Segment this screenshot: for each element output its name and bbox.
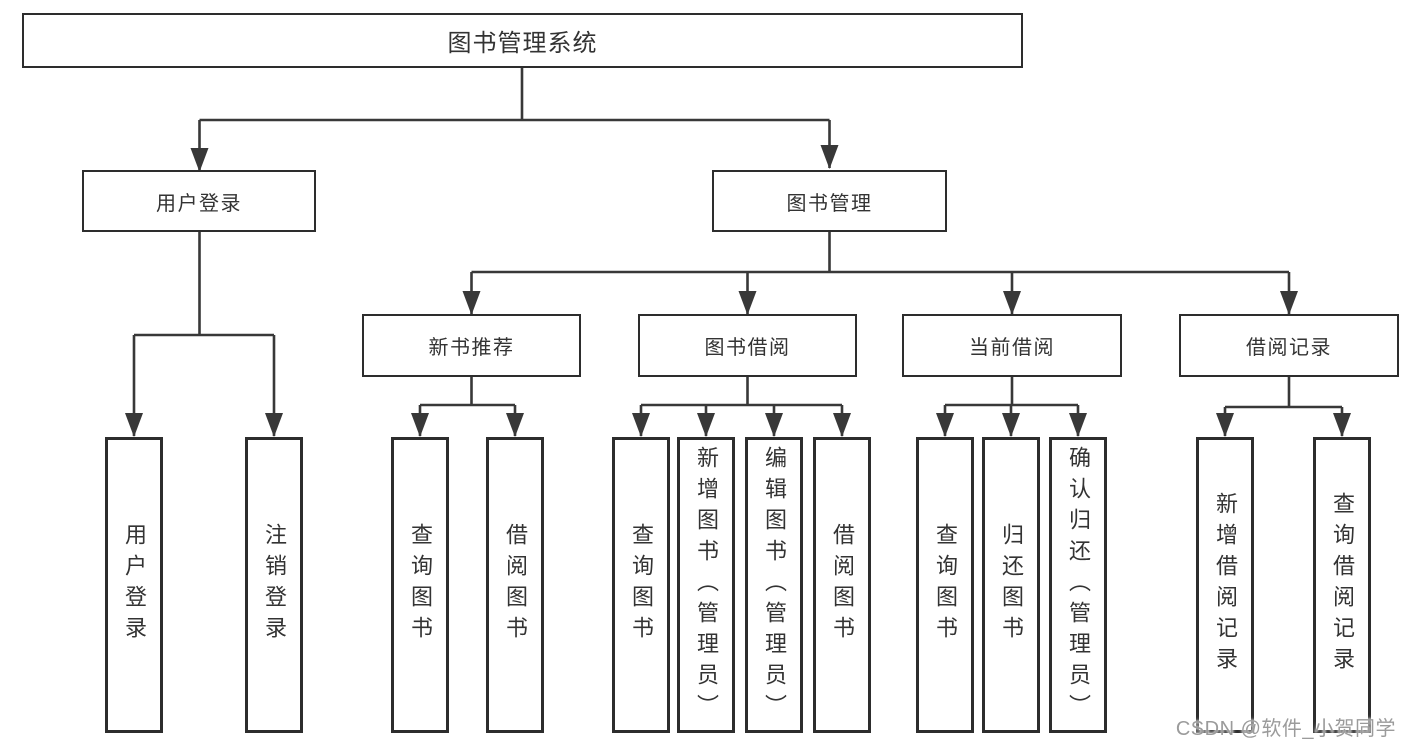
arrow-icon [1069, 413, 1087, 437]
node-label: 新增借阅记录 [1213, 492, 1238, 678]
node-label: 借阅图书 [503, 523, 528, 647]
node-book-borrowing: 图书借阅 [638, 314, 857, 377]
arrow-icon [1002, 413, 1020, 437]
connector-root [190, 68, 839, 172]
leaf-records-query-record: 查询借阅记录 [1313, 437, 1371, 733]
leaf-borrowing-add-books-admin: 新增图书（管理员） [677, 437, 735, 733]
connector-book-management [462, 232, 1298, 315]
leaf-current-query-books: 查询图书 [916, 437, 974, 733]
node-label: 编辑图书（管理员） [762, 445, 787, 725]
connector-current-borrowing [936, 377, 1087, 437]
node-label: 查询图书 [408, 523, 433, 647]
node-label: 当前借阅 [969, 337, 1055, 359]
leaf-borrowing-query-books: 查询图书 [612, 437, 670, 733]
leaf-logout: 注销登录 [245, 437, 303, 733]
node-label: 查询借阅记录 [1330, 492, 1355, 678]
node-borrowing-records: 借阅记录 [1179, 314, 1399, 377]
node-label: 查询图书 [629, 523, 654, 647]
connector-new-book-recommend [411, 377, 524, 437]
arrow-icon [462, 291, 481, 315]
node-label: 新书推荐 [428, 337, 515, 359]
leaf-current-return-books: 归还图书 [982, 437, 1040, 733]
node-label: 借阅图书 [830, 523, 855, 647]
leaf-recommend-query-books: 查询图书 [391, 437, 449, 733]
connector-book-borrowing [632, 377, 851, 437]
node-label: 用户登录 [122, 523, 147, 647]
node-label: 查询图书 [933, 523, 958, 647]
node-book-management: 图书管理 [712, 170, 947, 232]
connector-borrowing-records [1216, 377, 1351, 437]
leaf-recommend-borrow-books: 借阅图书 [486, 437, 544, 733]
arrow-icon [1333, 413, 1351, 437]
node-label: 注销登录 [262, 523, 287, 647]
node-label: 归还图书 [999, 523, 1024, 647]
node-label: 确认归还（管理员） [1066, 445, 1091, 725]
arrow-icon [697, 413, 715, 437]
node-library-system: 图书管理系统 [22, 13, 1023, 68]
arrow-icon [765, 413, 783, 437]
node-user-login: 用户登录 [82, 170, 316, 232]
arrow-icon [738, 291, 757, 315]
arrow-icon [265, 413, 283, 437]
arrow-icon [833, 413, 851, 437]
arrow-icon [936, 413, 954, 437]
csdn-watermark: CSDN @软件_小贺同学 [1175, 718, 1396, 740]
leaf-current-confirm-return-admin: 确认归还（管理员） [1049, 437, 1107, 733]
arrow-icon [190, 148, 209, 172]
connector-user-login [125, 232, 283, 437]
leaf-records-add-record: 新增借阅记录 [1196, 437, 1254, 733]
node-label: 新增图书（管理员） [694, 445, 719, 725]
node-new-book-recommend: 新书推荐 [362, 314, 581, 377]
arrow-icon [506, 413, 524, 437]
arrow-icon [1280, 291, 1298, 315]
arrow-icon [632, 413, 650, 437]
node-label: 图书管理 [786, 192, 873, 215]
leaf-borrowing-edit-books-admin: 编辑图书（管理员） [745, 437, 803, 733]
node-label: 用户登录 [156, 192, 242, 215]
leaf-user-login: 用户登录 [105, 437, 163, 733]
leaf-borrowing-borrow-books: 借阅图书 [813, 437, 871, 733]
arrow-icon [820, 145, 839, 169]
node-label: 图书管理系统 [447, 30, 598, 57]
arrow-icon [125, 413, 143, 437]
node-label: 图书借阅 [704, 337, 791, 359]
arrow-icon [1216, 413, 1234, 437]
arrow-icon [411, 413, 429, 437]
arrow-icon [1003, 291, 1021, 315]
node-current-borrowing: 当前借阅 [902, 314, 1122, 377]
node-label: 借阅记录 [1246, 337, 1332, 359]
